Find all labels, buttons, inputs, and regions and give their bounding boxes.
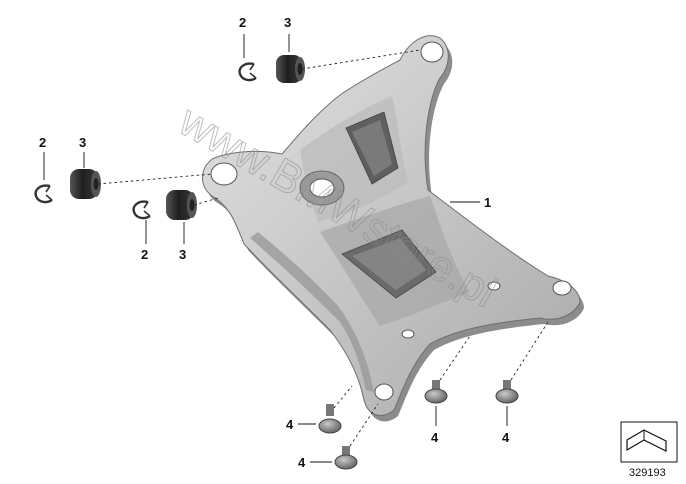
screw-hole-b xyxy=(401,329,415,339)
grommet-left xyxy=(70,169,101,199)
bottom-mount-hole xyxy=(374,383,394,401)
right-mount-hole xyxy=(552,280,572,296)
callout-grommet-top: 3 xyxy=(284,15,291,30)
callout-grommet-mid: 3 xyxy=(179,247,186,262)
callout-screw-c: 4 xyxy=(431,430,439,445)
left-mount-hole xyxy=(210,162,238,186)
screw-c xyxy=(424,380,448,404)
mounting-bracket xyxy=(202,35,585,422)
screw-b xyxy=(334,446,358,470)
screw-a xyxy=(318,404,342,434)
callout-clip-mid: 2 xyxy=(141,247,148,262)
callout-screw-d: 4 xyxy=(502,430,510,445)
callout-screw-b: 4 xyxy=(298,455,306,470)
clip-left xyxy=(34,184,53,204)
clip-mid xyxy=(132,200,151,220)
callout-bracket: 1 xyxy=(484,195,491,210)
grommet-top xyxy=(276,55,305,83)
callout-screw-a: 4 xyxy=(286,417,294,432)
leader-lines xyxy=(43,34,508,463)
callout-clip-left: 2 xyxy=(39,135,46,150)
callout-clip-top: 2 xyxy=(239,15,246,30)
clip-top xyxy=(238,62,257,82)
grommet-mid xyxy=(166,190,197,220)
assembly-lines xyxy=(97,49,549,447)
callout-grommet-left: 3 xyxy=(79,135,86,150)
screw-hole-a xyxy=(487,281,501,291)
screw-d xyxy=(495,380,519,404)
reference-number: 329193 xyxy=(629,467,666,479)
reference-box: 329193 xyxy=(620,421,678,479)
top-mount-hole xyxy=(420,41,444,63)
